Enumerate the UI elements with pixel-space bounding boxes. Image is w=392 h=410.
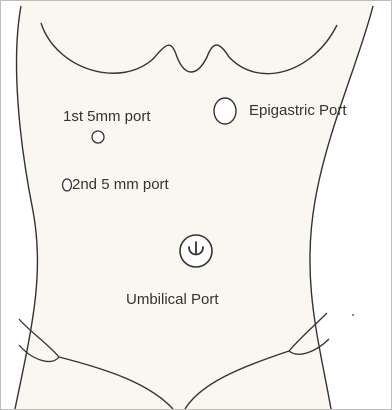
port2-marker: [63, 179, 72, 191]
port1-marker: [92, 131, 104, 143]
port2-label: 2nd 5 mm port: [72, 177, 169, 192]
epigastric-port-marker: [214, 98, 236, 124]
skin-dot: [352, 314, 354, 316]
port1-label: 1st 5mm port: [63, 109, 151, 124]
umbilical-port-label: Umbilical Port: [126, 292, 219, 307]
epigastric-port-label: Epigastric Port: [249, 103, 347, 118]
